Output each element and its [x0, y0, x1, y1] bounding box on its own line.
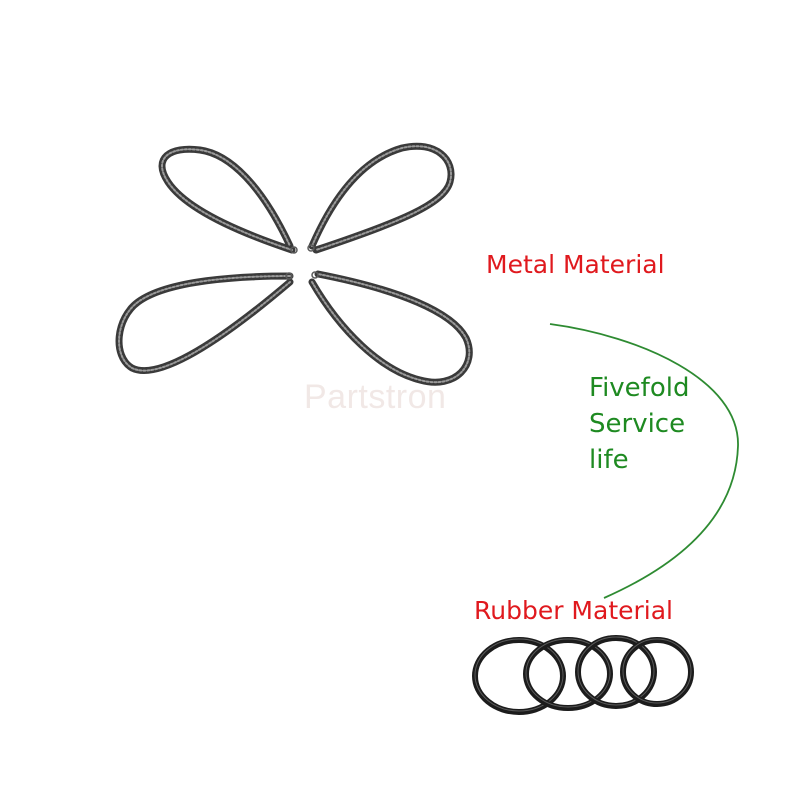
- rubber-ring-3: [575, 635, 657, 709]
- rubber-rings-group: [472, 635, 694, 715]
- spring-hooks: [285, 244, 319, 280]
- rubber-ring-1: [472, 637, 566, 715]
- metal-material-label: Metal Material: [486, 250, 665, 279]
- benefit-line-2: Service: [589, 409, 686, 439]
- fivefold-service-life-label: Fivefold Service life: [589, 370, 689, 478]
- brand-watermark: Partstron: [304, 378, 447, 416]
- metal-spring-top-right: [308, 142, 455, 254]
- rubber-ring-4: [620, 637, 694, 707]
- metal-springs-group: [115, 142, 473, 386]
- benefit-line-1: Fivefold: [589, 373, 690, 403]
- metal-spring-bottom-right: [308, 270, 473, 386]
- benefit-line-3: life: [589, 445, 629, 475]
- rubber-material-label: Rubber Material: [474, 596, 673, 625]
- metal-spring-bottom-left: [115, 272, 294, 375]
- connector-curve: [549, 323, 739, 599]
- metal-spring-top-left: [158, 145, 296, 254]
- rubber-ring-2: [523, 637, 613, 711]
